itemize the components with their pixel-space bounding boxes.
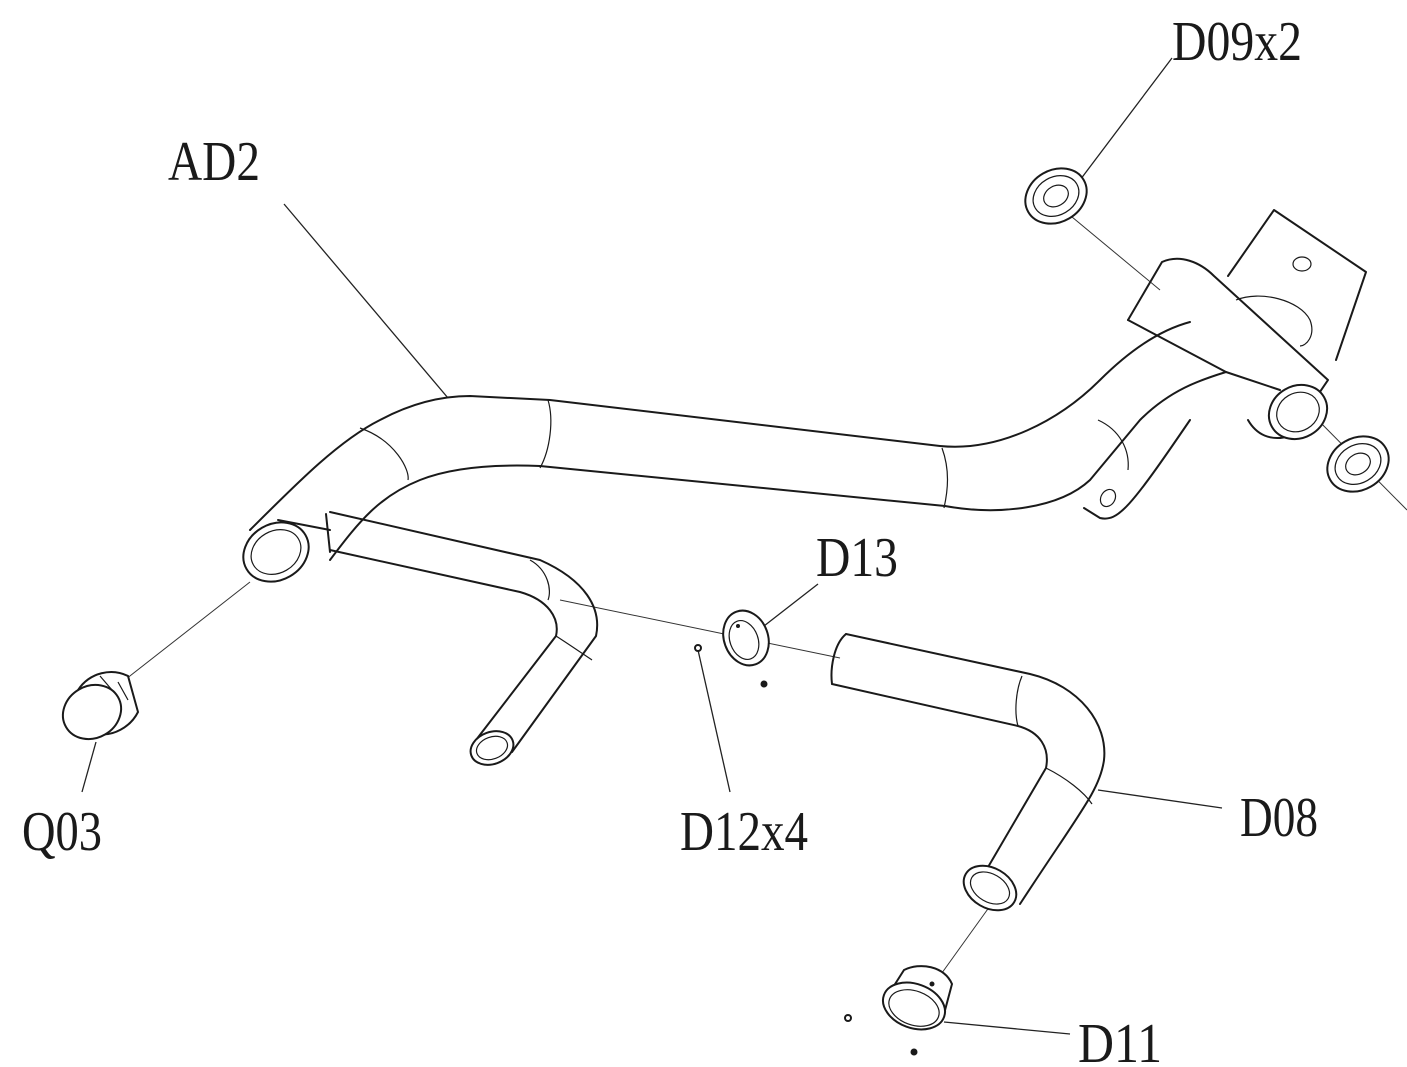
label-d08: D08 (1240, 787, 1318, 849)
collar-d13 (722, 609, 770, 667)
leader-lines (81, 57, 1223, 1035)
leader-d13 (763, 583, 819, 627)
frame-end-lower (469, 730, 515, 766)
assembly-axes (111, 211, 1407, 985)
end-plug-d11 (882, 965, 954, 1031)
frame-end-left (242, 521, 310, 583)
leader-d09 (1067, 57, 1173, 197)
end-cap-q03 (61, 671, 140, 741)
label-d12: D12x4 (680, 801, 808, 863)
leader-q03 (81, 741, 97, 793)
bearing-d09-bottom (1326, 435, 1390, 493)
leader-ad2 (283, 203, 449, 399)
label-ad2: AD2 (168, 131, 260, 193)
label-d11: D11 (1078, 1013, 1162, 1067)
leader-d12 (697, 649, 731, 793)
frame-ad2 (242, 209, 1367, 766)
label-d09: D09x2 (1172, 11, 1302, 73)
handle-tube-end (962, 864, 1018, 912)
label-d13: D13 (816, 527, 898, 589)
label-q03: Q03 (22, 801, 102, 863)
bearing-d09-top (1024, 167, 1088, 225)
leader-d11 (943, 1021, 1071, 1035)
handle-tube-d08 (830, 633, 1106, 912)
leader-d08 (1097, 789, 1223, 809)
screws-d12 (694, 644, 918, 1056)
